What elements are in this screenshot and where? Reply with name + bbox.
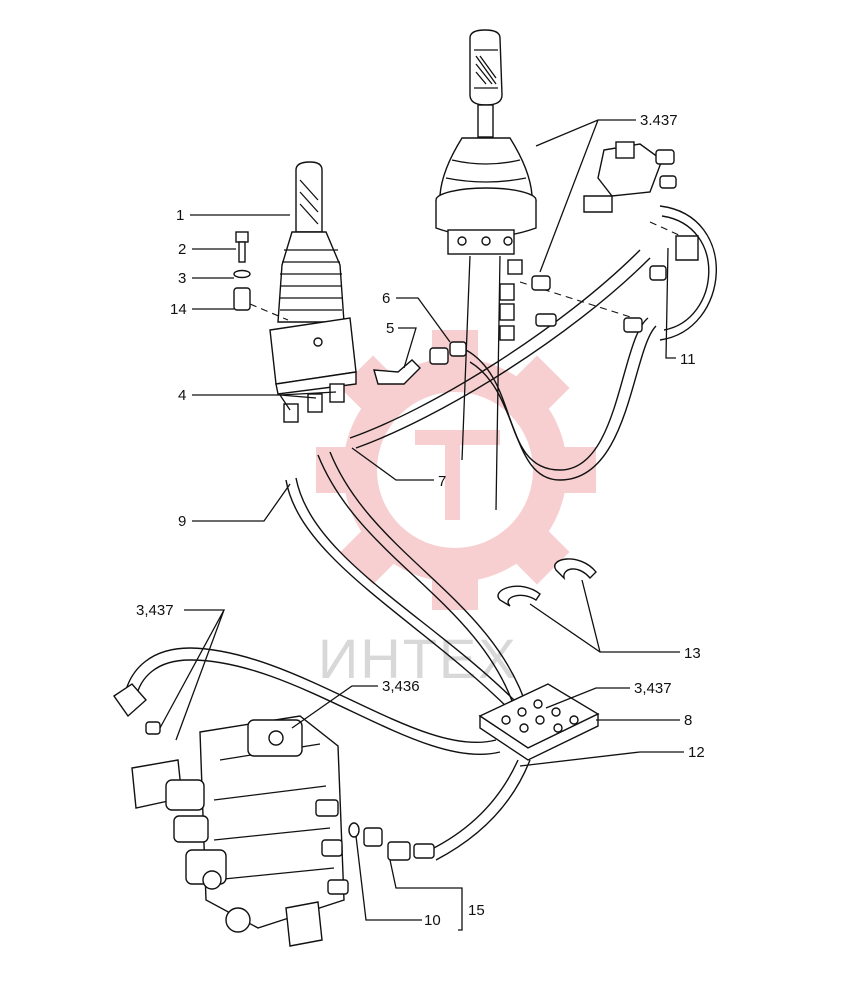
callout-2: 2 (178, 241, 186, 258)
callout-ref-plate: 3,437 (634, 680, 672, 697)
callout-labels: 1 2 3 14 4 5 6 7 9 11 13 8 12 10 15 3.43… (136, 112, 705, 929)
callout-3: 3 (178, 270, 186, 287)
callout-12: 12 (688, 744, 705, 761)
callout-14: 14 (170, 301, 187, 318)
right-pilot-valve-block (531, 141, 699, 291)
callout-ref-valve: 3,436 (382, 678, 420, 695)
valve-fittings (348, 822, 435, 861)
callout-4: 4 (178, 387, 186, 404)
callout-9: 9 (178, 513, 186, 530)
watermark-gear-logo (316, 330, 596, 610)
control-valve-block (113, 683, 349, 947)
callout-ref-left: 3,437 (136, 602, 174, 619)
left-joystick-assembly (269, 161, 357, 423)
main-joystick-assembly (435, 29, 537, 511)
callout-15: 15 (468, 902, 485, 919)
elbow-fittings (373, 341, 467, 385)
callout-8: 8 (684, 712, 692, 729)
callout-7: 7 (438, 473, 446, 490)
hydraulic-hoses (125, 205, 717, 861)
connector-plate (478, 683, 600, 761)
callout-13: 13 (684, 645, 701, 662)
main-joystick-fittings (499, 259, 643, 341)
callout-ref-top: 3.437 (640, 112, 678, 129)
callout-10: 10 (424, 912, 441, 929)
leader-lines (159, 119, 684, 931)
callout-5: 5 (386, 320, 394, 337)
callout-6: 6 (382, 290, 390, 307)
watermark-text: ИНТЕХ (318, 627, 518, 690)
callout-1: 1 (176, 207, 184, 224)
bolt-washer-spacer (233, 231, 251, 311)
callout-11: 11 (680, 351, 696, 368)
hose-clips (497, 558, 597, 607)
